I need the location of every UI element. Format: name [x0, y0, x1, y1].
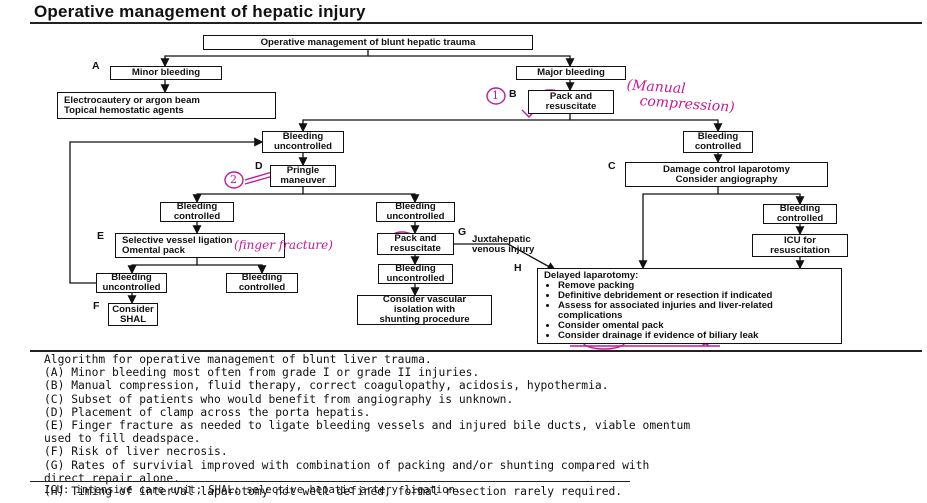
bleeding-uncontrolled-box-top: Bleeding uncontrolled: [262, 131, 344, 153]
root-box: Operative management of blunt hepatic tr…: [203, 35, 533, 50]
bleeding-controlled-line-1d: Bleeding: [241, 272, 283, 283]
damage-control-line-2: Consider angiography: [675, 173, 778, 185]
minor-bleeding-box: Minor bleeding: [110, 66, 222, 80]
electrocautery-box: Electrocautery or argon beam Topical hem…: [57, 92, 276, 119]
bleeding-controlled-line-1c: Bleeding: [779, 203, 821, 214]
bleeding-controlled-box-left: Bleeding controlled: [160, 202, 234, 222]
pack-resuscitate-line-2b: resuscitate: [390, 243, 441, 254]
letter-h: H: [514, 262, 522, 274]
juxtahepatic-label: Juxtahepatic venous injury: [472, 235, 534, 255]
delayed-item: Assess for associated injuries and liver…: [558, 301, 839, 321]
bleeding-controlled-box-right2: Bleeding controlled: [763, 204, 837, 224]
bleeding-uncontrolled-box-bottom: Bleeding uncontrolled: [96, 273, 167, 293]
caption-line: used to fill deadspace.: [44, 432, 201, 446]
ink-circle-2: [224, 171, 244, 189]
root-label: Operative management of blunt hepatic tr…: [260, 36, 476, 48]
pack-resuscitate-box-2: Pack and resuscitate: [377, 233, 454, 255]
pack-resuscitate-line-1b: Pack and: [394, 233, 437, 244]
pack-resuscitate-line-2: resuscitate: [545, 101, 597, 112]
selective-vessel-box: Selective vessel ligation Omental pack: [115, 233, 285, 258]
pack-resuscitate-line-1: Pack and: [549, 91, 593, 102]
bleeding-uncontrolled-line-2d: uncontrolled: [102, 282, 161, 293]
ink-number-1: 1: [492, 89, 499, 102]
consider-shal-box: Consider SHAL: [108, 303, 158, 326]
bleeding-uncontrolled-line-2b: uncontrolled: [386, 211, 445, 222]
bleeding-uncontrolled-line-1b: Bleeding: [395, 201, 436, 212]
major-bleeding-box: Major bleeding: [516, 66, 626, 80]
letter-a: A: [92, 60, 100, 72]
letter-d: D: [255, 160, 263, 172]
bleeding-uncontrolled-line-1: Bleeding: [282, 131, 324, 142]
caption-line: (A) Minor bleeding most often from grade…: [44, 366, 480, 380]
caption-line: (E) Finger fracture as needed to ligate …: [44, 419, 691, 433]
bleeding-controlled-line-1b: Bleeding: [176, 201, 218, 212]
caption-block: Algorithm for operative management of bl…: [44, 353, 690, 498]
bleeding-controlled-box-bottom: Bleeding controlled: [226, 273, 298, 293]
delayed-item: Consider drainage if evidence of biliary…: [558, 331, 839, 341]
electrocautery-line-1: Electrocautery or argon beam: [64, 94, 200, 106]
delayed-list: Remove packing Definitive debridement or…: [544, 281, 839, 341]
pringle-box: Pringle maneuver: [270, 165, 336, 187]
caption-rule: [30, 350, 922, 352]
bleeding-controlled-line-2d: controlled: [238, 282, 286, 293]
minor-bleeding-label: Minor bleeding: [131, 67, 201, 78]
vascular-isolation-line-2: isolation with: [393, 304, 456, 315]
footer-rule: [30, 481, 630, 482]
consider-shal-line-2: SHAL: [119, 313, 147, 325]
letter-b: B: [509, 88, 517, 100]
electrocautery-line-2: Topical hemostatic agents: [64, 104, 184, 116]
consider-shal-line-1: Consider: [112, 303, 154, 315]
delayed-item: Definitive debridement or resection if i…: [558, 291, 839, 301]
bleeding-controlled-line-2: controlled: [694, 141, 742, 152]
delayed-item: Consider omental pack: [558, 321, 839, 331]
bleeding-uncontrolled-box-low: Bleeding uncontrolled: [378, 264, 453, 284]
footer-text: ICU: intensive care unit; SHAL: selectiv…: [44, 484, 462, 496]
letter-g: G: [458, 226, 467, 238]
pack-resuscitate-box: Pack and resuscitate: [528, 90, 614, 114]
selective-vessel-line-2: Omental pack: [122, 244, 185, 256]
bleeding-controlled-line-2c: controlled: [776, 213, 824, 224]
title-rule: [30, 22, 922, 24]
damage-control-line-1: Damage control laparotomy: [663, 163, 790, 175]
caption-line: (H) Timing of interval laparotomy not we…: [44, 485, 623, 499]
bleeding-uncontrolled-line-1c: Bleeding: [395, 263, 436, 274]
damage-control-box: Damage control laparotomy Consider angio…: [625, 162, 828, 187]
ink-circle-1: [486, 87, 506, 105]
pringle-line-2: maneuver: [280, 175, 326, 186]
delayed-laparotomy-box: Delayed laparotomy: Remove packing Defin…: [537, 268, 842, 344]
caption-line: (F) Risk of liver necrosis.: [44, 445, 228, 459]
major-bleeding-label: Major bleeding: [537, 67, 605, 78]
vascular-isolation-box: Consider vascular isolation with shuntin…: [357, 295, 492, 325]
caption-line: (D) Placement of clamp across the porta …: [44, 405, 371, 419]
caption-line: (G) Rates of survivial improved with com…: [44, 458, 650, 472]
caption-line: Algorithm for operative management of bl…: [44, 353, 432, 366]
letter-f: F: [93, 300, 100, 312]
juxtahepatic-line-1: Juxtahepatic: [472, 234, 531, 245]
pringle-line-1: Pringle: [286, 165, 320, 176]
ink-finger-fracture: (finger fracture): [234, 238, 333, 252]
bleeding-controlled-line-2b: controlled: [173, 211, 221, 222]
bleeding-controlled-box-right: Bleeding controlled: [683, 131, 753, 153]
bleeding-uncontrolled-line-1d: Bleeding: [111, 272, 152, 283]
delayed-title: Delayed laparotomy:: [544, 270, 639, 281]
caption-line: (C) Subset of patients who would benefit…: [44, 392, 514, 406]
vascular-isolation-line-1: Consider vascular: [382, 294, 467, 305]
icu-line-1: ICU for: [784, 234, 816, 246]
icu-box: ICU for resuscitation: [752, 234, 848, 257]
delayed-item: Remove packing: [558, 281, 839, 291]
juxtahepatic-line-2: venous injury: [472, 244, 535, 255]
page-title: Operative management of hepatic injury: [34, 2, 366, 21]
bleeding-uncontrolled-line-2c: uncontrolled: [386, 273, 445, 284]
letter-e: E: [97, 230, 105, 242]
letter-c: C: [608, 160, 616, 172]
vascular-isolation-line-3: shunting procedure: [379, 314, 470, 325]
caption-line: (B) Manual compression, fluid therapy, c…: [44, 379, 609, 393]
ink-number-2: 2: [230, 173, 237, 186]
bleeding-uncontrolled-box-mid: Bleeding uncontrolled: [376, 202, 455, 222]
selective-vessel-line-1: Selective vessel ligation: [122, 234, 233, 246]
icu-line-2: resuscitation: [770, 244, 830, 256]
bleeding-controlled-line-1: Bleeding: [697, 131, 739, 142]
bleeding-uncontrolled-line-2: uncontrolled: [273, 141, 333, 152]
